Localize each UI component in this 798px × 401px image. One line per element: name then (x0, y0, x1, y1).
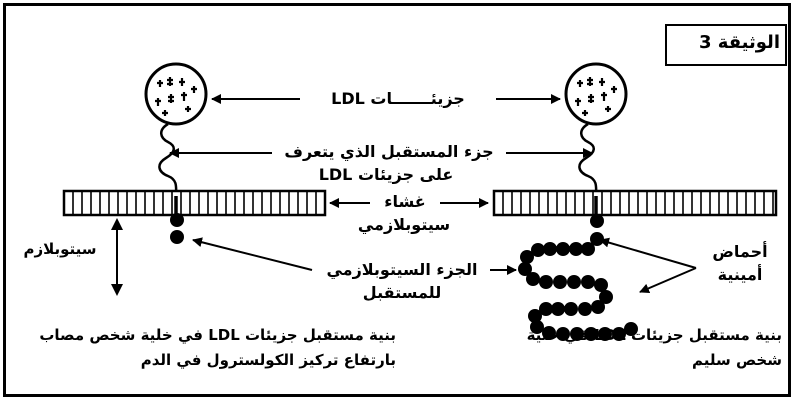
amino-acid-bead (591, 300, 605, 314)
amino-acid-bead (543, 242, 557, 256)
label-amino-acids-line1: أحماض (712, 242, 768, 261)
amino-acid-bead (564, 302, 578, 316)
amino-acid-chain-right (518, 214, 638, 341)
label-cytoplasmic-part-line1: الجزء السيتوبلازمي (326, 260, 478, 279)
caption-healthy-line2: شخص سليم (691, 351, 782, 369)
label-cytoplasm: سيتوبلازم (23, 240, 97, 258)
amino-acid-bead (539, 275, 553, 289)
label-amino-acids-line2: أمينية (717, 265, 763, 284)
amino-acid-bead (530, 320, 544, 334)
document-label: الوثيقة 3 (699, 32, 780, 53)
amino-acid-bead (581, 242, 595, 256)
receptor-chain-left (158, 122, 178, 197)
amino-acid-bead (584, 327, 598, 341)
amino-acid-bead (518, 262, 532, 276)
amino-acid-bead (528, 309, 542, 323)
caption-affected-line2: بارتفاع تركيز الكولسترول في الدم (140, 351, 396, 369)
amino-acid-bead (581, 275, 595, 289)
ldl-particle-right (564, 62, 628, 126)
amino-acid-bead (526, 272, 540, 286)
amino-acid-bead (594, 278, 608, 292)
cytoplasm-double-arrow (111, 218, 123, 296)
label-membrane-line1: غشاء (384, 192, 426, 211)
membrane-right (492, 189, 778, 217)
amino-acid-bead (553, 275, 567, 289)
amino-acid-bead (567, 275, 581, 289)
amino-acid-bead (578, 302, 592, 316)
label-membrane-line2: سيتوبلازمي (357, 215, 451, 234)
label-receptor-part-line2: على جزيئات LDL (318, 165, 454, 184)
amino-acid-bead (598, 327, 612, 341)
amino-acid-bead (590, 214, 604, 228)
caption-affected-line1: بنية مستقبل جزيئات LDL في خلية شخص مصاب (39, 326, 396, 344)
amino-acid-bead (542, 326, 556, 340)
membrane-left (62, 189, 327, 217)
amino-acid-bead (570, 327, 584, 341)
cytoplasmic-tail-left (170, 213, 184, 244)
amino-acid-bead (624, 322, 638, 336)
amino-acid-bead (612, 327, 626, 341)
amino-acid-bead (539, 302, 553, 316)
label-receptor-part-line1: جزء المستقبل الذي يتعرف (284, 142, 494, 161)
caption-healthy-line1: بنية مستقبل جزيئات LDL في خلية (526, 326, 782, 344)
amino-acid-bead (599, 290, 613, 304)
amino-acid-bead (520, 250, 534, 264)
ldl-particle-left (144, 62, 208, 126)
receptor-chain-right (578, 122, 598, 197)
amino-acid-bead (556, 242, 570, 256)
label-ldl-molecules: جزيئـــــــات LDL (331, 89, 465, 108)
amino-acid-bead (569, 242, 583, 256)
amino-acid-bead (531, 243, 545, 257)
amino-acid-bead (551, 302, 565, 316)
document-label-box (665, 24, 787, 66)
amino-acid-bead (556, 327, 570, 341)
label-cytoplasmic-part-line2: للمستقبل (362, 283, 442, 302)
